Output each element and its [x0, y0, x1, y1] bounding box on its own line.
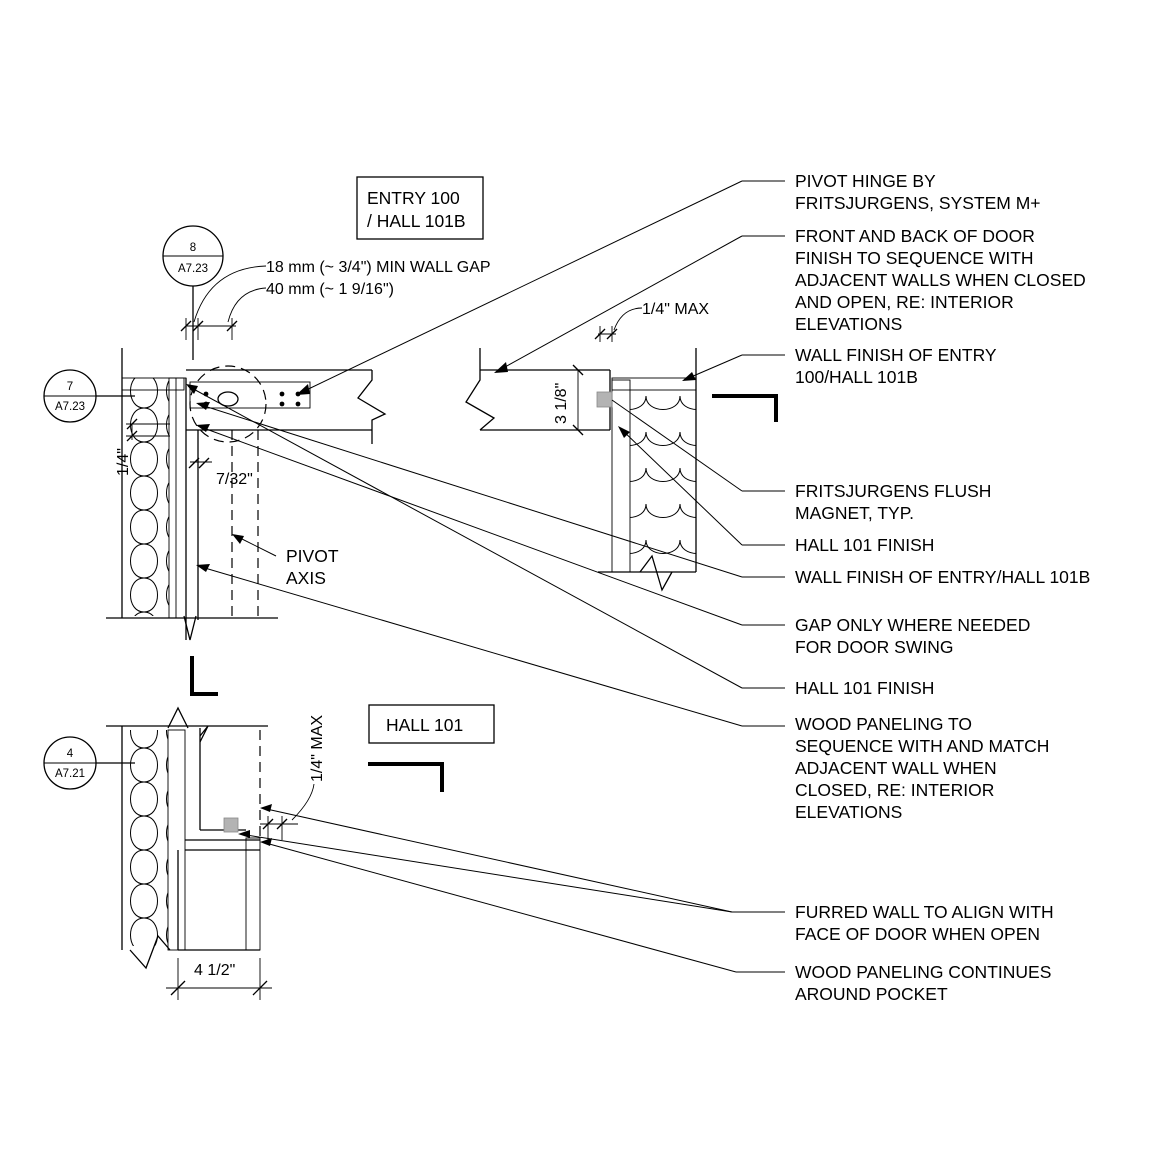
callout-hall-101-finish-right: HALL 101 FINISH	[795, 535, 934, 555]
svg-text:FRITSJURGENS, SYSTEM M+: FRITSJURGENS, SYSTEM M+	[795, 193, 1041, 213]
dim-quarter-inch: 1/4"	[115, 418, 170, 476]
svg-text:FOR DOOR SWING: FOR DOOR SWING	[795, 637, 953, 657]
svg-text:4 1/2": 4 1/2"	[194, 962, 235, 979]
svg-text:WALL FINISH OF ENTRY: WALL FINISH OF ENTRY	[795, 345, 997, 365]
dim-four-half: 4 1/2"	[166, 958, 272, 1000]
hall-section-marker	[368, 762, 444, 792]
pivot-axis-note: PIVOT AXIS	[232, 534, 339, 588]
section-tag-8[interactable]: 8 A7.23	[162, 225, 224, 360]
svg-text:1/4": 1/4"	[115, 448, 132, 476]
svg-text:A7.21: A7.21	[55, 768, 85, 780]
svg-text:ADJACENT WALL WHEN: ADJACENT WALL WHEN	[795, 758, 997, 778]
svg-text:ELEVATIONS: ELEVATIONS	[795, 314, 902, 334]
svg-text:GAP ONLY WHERE NEEDED: GAP ONLY WHERE NEEDED	[795, 615, 1030, 635]
svg-text:MAGNET, TYP.: MAGNET, TYP.	[795, 503, 914, 523]
svg-text:FRITSJURGENS FLUSH: FRITSJURGENS FLUSH	[795, 481, 991, 501]
room-label-entry: ENTRY 100 / HALL 101B	[356, 176, 484, 240]
callout-paneling-pocket: WOOD PANELING CONTINUES AROUND POCKET	[795, 962, 1051, 1004]
leader-lines	[186, 180, 785, 973]
svg-text:ENTRY 100: ENTRY 100	[367, 188, 460, 208]
callout-gap-door-swing: GAP ONLY WHERE NEEDED FOR DOOR SWING	[795, 615, 1030, 657]
svg-text:AXIS: AXIS	[286, 568, 326, 588]
svg-text:7/32": 7/32"	[216, 471, 253, 488]
callout-wood-paneling: WOOD PANELING TO SEQUENCE WITH AND MATCH…	[795, 714, 1049, 822]
svg-text:1/4" MAX: 1/4" MAX	[642, 301, 709, 318]
svg-text:FACE OF DOOR WHEN OPEN: FACE OF DOOR WHEN OPEN	[795, 924, 1040, 944]
right-wall-top	[596, 348, 778, 592]
svg-text:CLOSED, RE: INTERIOR: CLOSED, RE: INTERIOR	[795, 780, 994, 800]
svg-text:A7.23: A7.23	[178, 263, 208, 275]
svg-text:FINISH TO SEQUENCE WITH: FINISH TO SEQUENCE WITH	[795, 248, 1034, 268]
svg-text:8: 8	[190, 242, 196, 254]
svg-text:WOOD PANELING CONTINUES: WOOD PANELING CONTINUES	[795, 962, 1051, 982]
svg-text:A7.23: A7.23	[55, 401, 85, 413]
svg-text:PIVOT: PIVOT	[286, 546, 339, 566]
svg-text:AROUND POCKET: AROUND POCKET	[795, 984, 948, 1004]
svg-text:FRONT AND BACK OF DOOR: FRONT AND BACK OF DOOR	[795, 226, 1035, 246]
callout-pivot-hinge: PIVOT HINGE BY FRITSJURGENS, SYSTEM M+	[795, 171, 1041, 213]
dim-quarter-max-top: 1/4" MAX	[594, 301, 709, 342]
svg-text:7: 7	[67, 381, 73, 393]
svg-text:40 mm (~ 1 9/16"): 40 mm (~ 1 9/16")	[266, 281, 394, 298]
pocket-wall-bottom	[106, 706, 268, 970]
svg-text:100/HALL 101B: 100/HALL 101B	[795, 367, 918, 387]
callout-wall-finish-entry-hall: WALL FINISH OF ENTRY/HALL 101B	[795, 567, 1090, 587]
dim-seven-thirty-second: 7/32"	[188, 457, 253, 488]
callout-door-finish: FRONT AND BACK OF DOOR FINISH TO SEQUENC…	[795, 226, 1086, 334]
callout-wall-finish-entry: WALL FINISH OF ENTRY 100/HALL 101B	[795, 345, 997, 387]
callout-flush-magnet: FRITSJURGENS FLUSH MAGNET, TYP.	[795, 481, 991, 523]
dim-min-wall-gap: 18 mm (~ 3/4") MIN WALL GAP 40 mm (~ 1 9…	[180, 259, 491, 340]
svg-text:18 mm (~ 3/4") MIN WALL GAP: 18 mm (~ 3/4") MIN WALL GAP	[266, 259, 491, 276]
svg-text:HALL 101: HALL 101	[386, 715, 463, 735]
svg-text:WOOD PANELING TO: WOOD PANELING TO	[795, 714, 972, 734]
svg-text:SEQUENCE WITH AND MATCH: SEQUENCE WITH AND MATCH	[795, 736, 1049, 756]
callout-hall-101-finish-left: HALL 101 FINISH	[795, 678, 934, 698]
svg-text:AND OPEN, RE: INTERIOR: AND OPEN, RE: INTERIOR	[795, 292, 1014, 312]
svg-text:/ HALL 101B: / HALL 101B	[367, 211, 466, 231]
svg-text:PIVOT HINGE BY: PIVOT HINGE BY	[795, 171, 936, 191]
callout-furred-wall: FURRED WALL TO ALIGN WITH FACE OF DOOR W…	[795, 902, 1054, 944]
svg-text:ELEVATIONS: ELEVATIONS	[795, 802, 902, 822]
svg-text:3 1/8": 3 1/8"	[553, 383, 570, 424]
svg-text:4: 4	[67, 748, 74, 760]
svg-text:HALL 101 FINISH: HALL 101 FINISH	[795, 535, 934, 555]
left-wall-top	[106, 348, 278, 641]
svg-text:ADJACENT WALLS WHEN CLOSED: ADJACENT WALLS WHEN CLOSED	[795, 270, 1086, 290]
dim-quarter-max-bottom: 1/4" MAX	[260, 715, 326, 840]
dim-three-one-eighth: 3 1/8"	[553, 364, 596, 436]
plan-break-marker	[190, 656, 218, 696]
svg-text:1/4" MAX: 1/4" MAX	[309, 715, 326, 782]
svg-text:HALL 101 FINISH: HALL 101 FINISH	[795, 678, 934, 698]
svg-text:WALL FINISH OF ENTRY/HALL 101B: WALL FINISH OF ENTRY/HALL 101B	[795, 567, 1090, 587]
svg-text:FURRED WALL TO ALIGN WITH: FURRED WALL TO ALIGN WITH	[795, 902, 1054, 922]
room-label-hall: HALL 101	[368, 704, 495, 744]
